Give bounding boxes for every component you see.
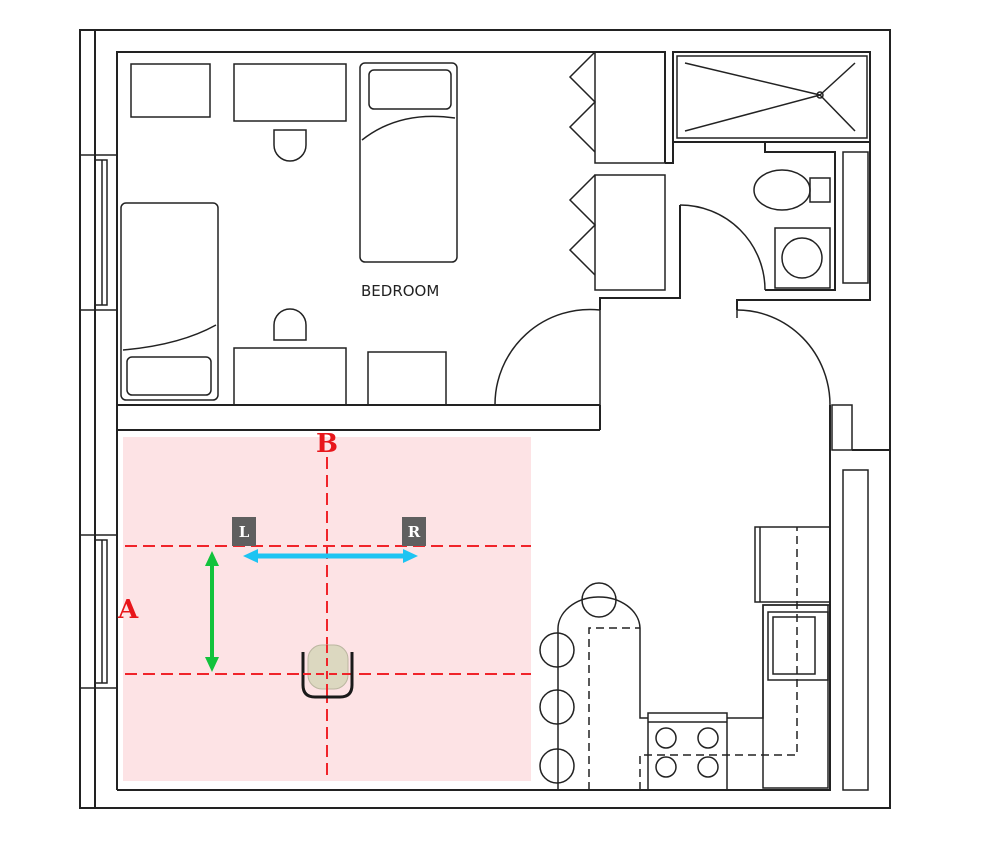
bed-icon	[359, 62, 458, 263]
walls	[79, 29, 891, 809]
depth-arrow	[205, 551, 219, 672]
left-speaker-label: L	[239, 523, 250, 541]
bathroom-fixtures	[676, 55, 869, 289]
sink-icon	[774, 227, 831, 289]
width-arrow	[243, 549, 418, 563]
desk-chair-icon	[273, 308, 307, 341]
bar-stool-icon	[539, 582, 617, 784]
doors	[494, 204, 831, 406]
sink-icon	[772, 616, 816, 675]
bedroom-furniture: BEDROOM	[120, 62, 458, 406]
listening-zone: L R A B	[117, 429, 531, 781]
room-label-bedroom: BEDROOM	[361, 282, 439, 300]
shower-icon	[676, 55, 868, 139]
right-speaker-box: R	[402, 517, 426, 546]
desk-chair-icon	[273, 129, 307, 162]
kitchen	[539, 526, 831, 791]
bed-icon	[120, 202, 219, 401]
axis-a-label: A	[117, 595, 139, 625]
right-speaker-label: R	[408, 523, 421, 541]
stove-burner-icon	[655, 727, 719, 778]
axis-b-label: B	[316, 429, 338, 459]
toilet-icon	[753, 169, 831, 211]
office-chair-icon	[301, 644, 354, 699]
left-speaker-box: L	[232, 517, 256, 546]
